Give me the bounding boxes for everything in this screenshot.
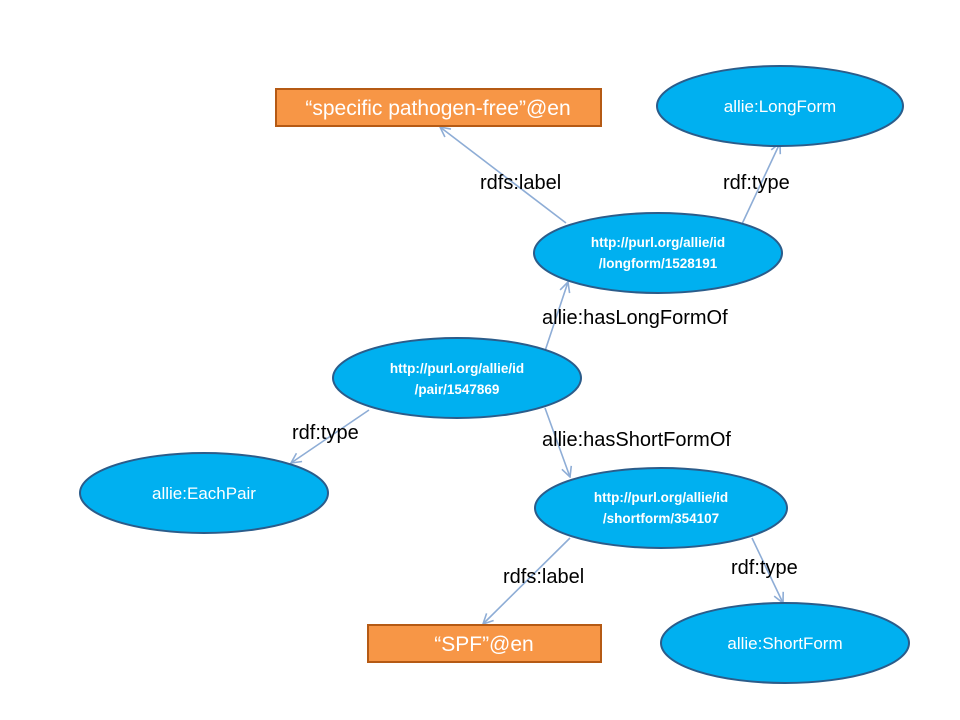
edge-longform-type xyxy=(741,143,780,225)
node-shortform-uri-line1: http://purl.org/allie/id xyxy=(594,490,728,505)
edge-label-pair-type: rdf:type xyxy=(292,422,359,444)
node-shortform-uri-line2: /shortform/354107 xyxy=(603,511,719,526)
edge-label-has-long-form: allie:hasLongFormOf xyxy=(542,307,728,329)
edge-pair-type xyxy=(291,409,370,463)
edge-longform-label xyxy=(440,127,567,224)
node-longform-uri-line1: http://purl.org/allie/id xyxy=(591,235,725,250)
edge-shortform-type xyxy=(751,537,783,603)
edge-label-shortform-type: rdf:type xyxy=(731,557,798,579)
node-short-form-class: allie:ShortForm xyxy=(660,602,910,684)
node-longform-uri-line2: /longform/1528191 xyxy=(599,256,718,271)
edge-label-longform-type: rdf:type xyxy=(723,172,790,194)
literal-long-label-text: “specific pathogen-free”@en xyxy=(305,97,570,120)
node-each-pair-class-label: allie:EachPair xyxy=(152,484,256,503)
node-shortform-uri: http://purl.org/allie/id /shortform/3541… xyxy=(534,467,788,549)
node-pair-uri-line1: http://purl.org/allie/id xyxy=(390,361,524,376)
edge-label-shortform-label: rdfs:label xyxy=(503,566,584,588)
node-pair-uri: http://purl.org/allie/id /pair/1547869 xyxy=(332,337,582,419)
literal-long-label: “specific pathogen-free”@en xyxy=(275,88,602,127)
edge-shortform-label xyxy=(483,537,571,624)
node-longform-uri: http://purl.org/allie/id /longform/15281… xyxy=(533,212,783,294)
node-long-form-class: allie:LongForm xyxy=(656,65,904,147)
edge-has-short-form xyxy=(544,407,570,477)
node-each-pair-class: allie:EachPair xyxy=(79,452,329,534)
edge-has-long-form xyxy=(544,282,568,352)
edge-label-longform-label: rdfs:label xyxy=(480,172,561,194)
node-short-form-class-label: allie:ShortForm xyxy=(727,634,842,653)
node-long-form-class-label: allie:LongForm xyxy=(724,97,836,116)
literal-short-label-text: “SPF”@en xyxy=(434,633,534,656)
literal-short-label: “SPF”@en xyxy=(367,624,602,663)
edge-label-has-short-form: allie:hasShortFormOf xyxy=(542,429,731,451)
node-pair-uri-line2: /pair/1547869 xyxy=(415,382,500,397)
